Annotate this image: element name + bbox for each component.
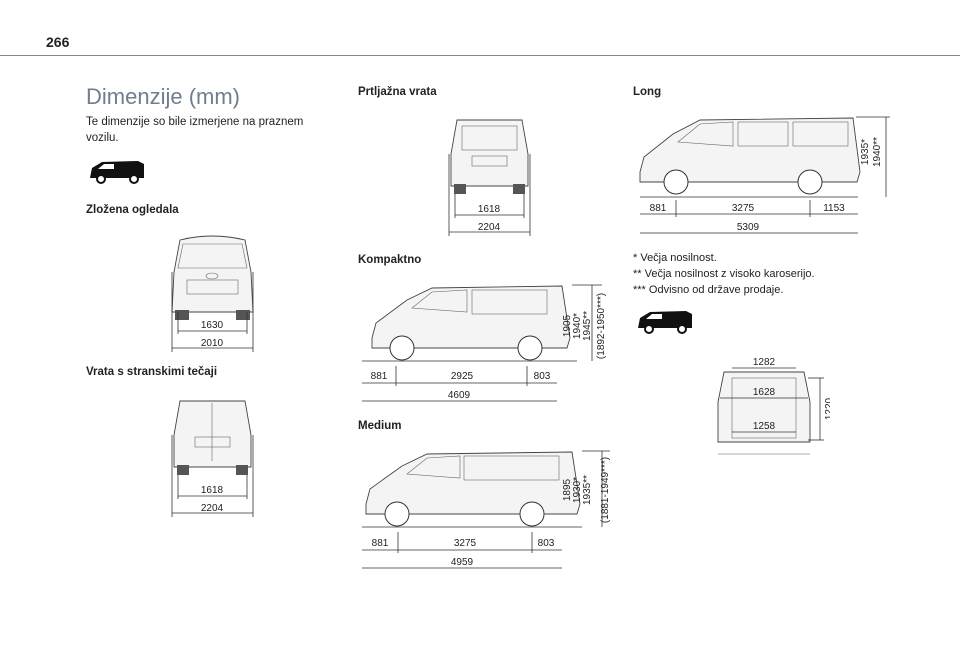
long-wheelbase: 3275 [732, 203, 755, 214]
cargo-top-width: 1282 [753, 357, 776, 368]
cargo-height: 1220 [824, 397, 830, 420]
medium-height: 1895 [562, 478, 573, 501]
medium-height-2: 1930* [572, 477, 583, 503]
medium-height-range: (1881-1949***) [600, 457, 611, 523]
page-title: Dimenzije (mm) [86, 84, 240, 109]
long-length: 5309 [737, 222, 760, 233]
compact-length: 4609 [448, 390, 471, 401]
tailgate-outer-width: 2204 [478, 222, 501, 233]
mirrors-outer-width: 2010 [201, 338, 224, 349]
long-heading: Long [633, 86, 662, 98]
cargo-opening-diagram: 1282 1628 1258 1220 [717, 357, 830, 455]
footnote-3: *** Odvisno od države prodaje. [633, 284, 784, 296]
long-side-view-diagram: 1935* 1940** 881 3275 1153 5309 [639, 116, 890, 234]
page-number: 266 [46, 34, 70, 50]
tailgate-inner-width: 1618 [478, 204, 501, 215]
van-icon [638, 311, 692, 334]
long-front-overhang: 881 [650, 203, 667, 214]
side-doors-inner-width: 1618 [201, 485, 224, 496]
compact-height: 1905 [562, 314, 573, 337]
mirrors-inner-width: 1630 [201, 320, 224, 331]
compact-height-3: 1945** [582, 311, 593, 341]
footnote-1: * Večja nosilnost. [633, 252, 717, 264]
van-icon [90, 161, 144, 184]
medium-heading: Medium [358, 420, 402, 432]
side-doors-heading: Vrata s stranskimi tečaji [86, 366, 218, 378]
compact-rear-overhang: 803 [534, 371, 551, 382]
footnotes: * Večja nosilnost. ** Večja nosilnost z … [633, 250, 815, 298]
long-height: 1935* [860, 139, 871, 165]
mirrors-heading: Zložena ogledala [86, 204, 179, 216]
long-height-2: 1940** [872, 137, 883, 167]
cargo-bottom-width: 1258 [753, 421, 776, 432]
front-view-diagram: 1630 2010 [171, 235, 254, 352]
tailgate-heading: Prtljažna vrata [358, 86, 437, 98]
rear-view-diagram-side-doors: 1618 2204 [171, 400, 254, 517]
medium-side-view-diagram: 1895 1930* 1935** (1881-1949***) 881 327… [362, 450, 611, 569]
header-divider [0, 55, 960, 56]
medium-front-overhang: 881 [372, 538, 389, 549]
medium-length: 4959 [451, 557, 474, 568]
compact-side-view-diagram: 1905 1940* 1945** (1892-1950***) 881 292… [362, 284, 607, 402]
compact-wheelbase: 2925 [451, 371, 474, 382]
medium-wheelbase: 3275 [454, 538, 477, 549]
compact-height-2: 1940* [572, 313, 583, 339]
compact-front-overhang: 881 [371, 371, 388, 382]
cargo-mid-width: 1628 [753, 387, 776, 398]
compact-height-range: (1892-1950***) [596, 293, 607, 359]
footnote-2: ** Večja nosilnost z visoko karoserijo. [633, 268, 815, 280]
intro-text: Te dimenzije so bile izmerjene na prazne… [86, 116, 304, 144]
medium-rear-overhang: 803 [538, 538, 555, 549]
compact-heading: Kompaktno [358, 254, 422, 266]
rear-view-diagram-tailgate: 1618 2204 [448, 119, 531, 236]
medium-height-3: 1935** [582, 475, 593, 505]
long-rear-overhang: 1153 [823, 203, 845, 214]
side-doors-outer-width: 2204 [201, 503, 224, 514]
